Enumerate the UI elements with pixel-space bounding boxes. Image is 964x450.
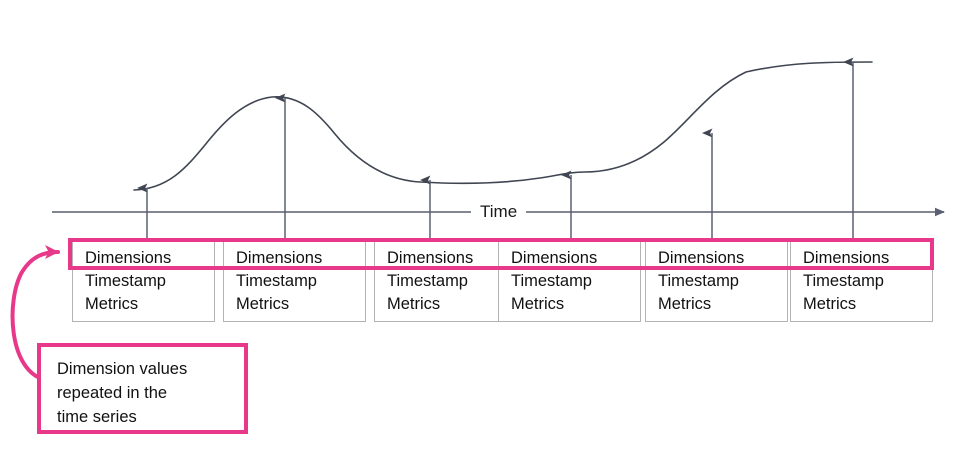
record-field-metrics: Metrics — [85, 295, 139, 313]
callout-line: repeated in the — [57, 384, 168, 402]
record-field-metrics: Metrics — [387, 295, 441, 313]
callout-arrow-icon — [10, 245, 60, 382]
record-box: Dimensions Timestamp Metrics — [72, 240, 215, 322]
record-field-dimensions: Dimensions — [658, 249, 745, 267]
callout-line: time series — [57, 408, 137, 426]
record-field-metrics: Metrics — [236, 295, 290, 313]
record-box: Dimensions Timestamp Metrics — [645, 240, 788, 322]
record-field-metrics: Metrics — [658, 295, 712, 313]
record-field-timestamp: Timestamp — [387, 272, 468, 290]
record-field-dimensions: Dimensions — [387, 249, 474, 267]
record-box: Dimensions Timestamp Metrics — [223, 240, 366, 322]
record-box: Dimensions Timestamp Metrics — [498, 240, 641, 322]
record-field-timestamp: Timestamp — [511, 272, 592, 290]
callout-line: Dimension values — [57, 360, 188, 378]
callout-box: Dimension values repeated in the time se… — [37, 343, 248, 434]
record-field-metrics: Metrics — [511, 295, 565, 313]
record-field-dimensions: Dimensions — [511, 249, 598, 267]
record-box: Dimensions Timestamp Metrics — [374, 240, 517, 322]
record-field-dimensions: Dimensions — [803, 249, 890, 267]
record-field-timestamp: Timestamp — [658, 272, 739, 290]
record-field-dimensions: Dimensions — [236, 249, 323, 267]
record-field-timestamp: Timestamp — [85, 272, 166, 290]
data-curve — [133, 61, 873, 191]
sample-pointers — [137, 57, 854, 240]
record-field-timestamp: Timestamp — [236, 272, 317, 290]
record-field-timestamp: Timestamp — [803, 272, 884, 290]
time-axis-label: Time — [471, 202, 527, 222]
record-field-metrics: Metrics — [803, 295, 857, 313]
record-field-dimensions: Dimensions — [85, 249, 172, 267]
record-box: Dimensions Timestamp Metrics — [790, 240, 933, 322]
